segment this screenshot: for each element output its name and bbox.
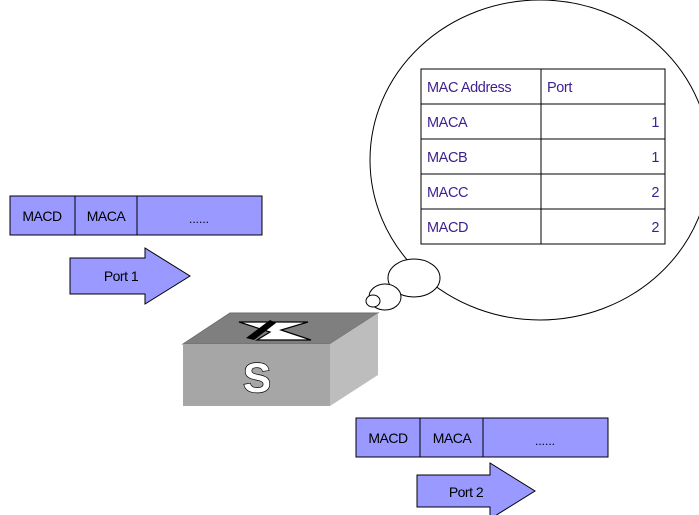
- port-1-arrow: Port 1: [69, 247, 191, 305]
- incoming-frame-src-mac: MACA: [87, 208, 127, 224]
- incoming-frame: MACD MACA ......: [9, 195, 263, 236]
- thought-bubble-dot-small: [365, 294, 381, 308]
- mac-table-header-port: Port: [547, 80, 572, 96]
- mac-table-row-1-mac: MACA: [427, 115, 468, 131]
- switch: S: [181, 312, 380, 406]
- mac-table-row-1-port: 1: [651, 115, 659, 131]
- mac-table-row-2-mac: MACB: [427, 150, 467, 166]
- incoming-frame-dest-mac: MACD: [22, 208, 62, 224]
- mac-table-row-2-port: 1: [651, 150, 659, 166]
- outgoing-frame-payload: ......: [535, 434, 555, 448]
- crossed-arrows-icon: [238, 320, 312, 341]
- mac-table-row-4-mac: MACD: [427, 220, 468, 236]
- switch-front: [183, 344, 330, 406]
- port-2-label: Port 2: [449, 484, 484, 500]
- switch-side: [330, 313, 378, 406]
- outgoing-frame: MACD MACA ......: [355, 417, 609, 458]
- incoming-frame-payload: ......: [189, 212, 209, 226]
- mac-table-row-3-port: 2: [651, 185, 659, 201]
- outgoing-frame-dest-mac: MACD: [368, 430, 408, 446]
- mac-table-row-4-port: 2: [651, 220, 659, 236]
- port-1-label: Port 1: [104, 268, 139, 284]
- mac-table-row-3-mac: MACC: [427, 185, 468, 201]
- outgoing-frame-src-mac: MACA: [433, 430, 473, 446]
- switch-label: S: [243, 354, 271, 401]
- port-2-arrow: Port 2: [416, 462, 536, 515]
- thought-bubble-dot-large: [387, 258, 441, 298]
- mac-table: MAC Address Port MACA 1 MACB 1 MACC 2 MA…: [420, 68, 666, 245]
- mac-table-header-mac: MAC Address: [427, 80, 511, 96]
